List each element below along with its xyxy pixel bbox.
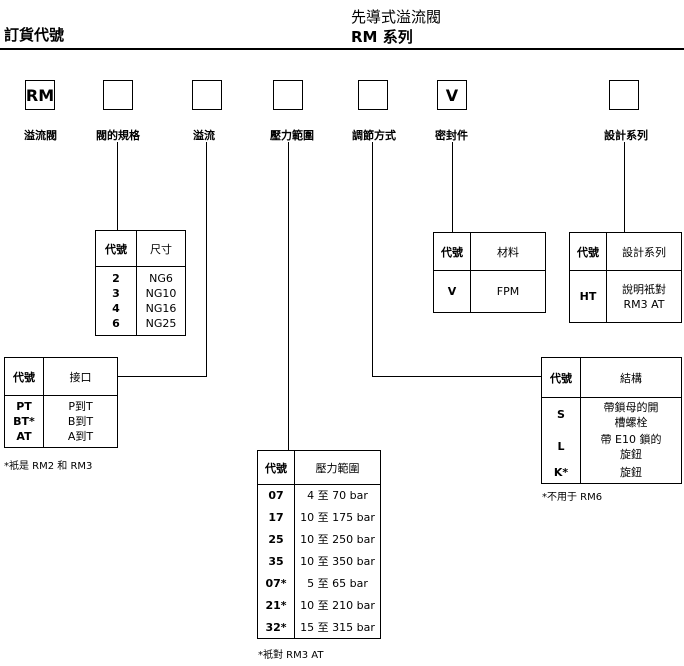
seal-col-code: 代號 — [433, 232, 471, 271]
pressure-note: *衹對 RM3 AT — [258, 650, 324, 661]
pressure-value: 4 至 70 bar — [307, 489, 368, 503]
product-series: RM 系列 — [351, 28, 413, 46]
code-box-adjust — [358, 80, 388, 110]
size-code: 3 — [95, 286, 137, 301]
pressure-code: 07* — [257, 572, 295, 595]
seal-table: 代號 材料 V FPM — [433, 232, 546, 313]
adjust-table: 代號 結構 S 帶鎖母的開槽螺栓 L 帶 E10 鎖的旋鈕 K* 旋鈕 — [541, 357, 682, 484]
pressure-code: 35 — [257, 550, 295, 573]
port-value: P到T — [68, 400, 93, 413]
connector-size — [117, 142, 118, 230]
adjust-value: 帶鎖母的開槽螺栓 — [603, 400, 659, 429]
label-relief-valve: 溢流閥 — [24, 129, 57, 142]
port-col-port: 接口 — [43, 357, 118, 396]
pressure-value: 10 至 210 bar — [300, 599, 375, 612]
adjust-col-structure: 結構 — [580, 357, 682, 398]
connector-port-h — [118, 376, 207, 377]
pressure-code: 25 — [257, 528, 295, 551]
design-table: 代號 設計系列 HT 說明衹對 RM3 AT — [569, 232, 682, 323]
size-code: 6 — [95, 316, 137, 336]
size-code: 2 — [95, 266, 137, 286]
connector-port-v — [206, 142, 207, 377]
pressure-code: 32* — [257, 616, 295, 639]
label-design-series: 設計系列 — [604, 129, 648, 142]
design-value: 說明衹對 RM3 AT — [622, 282, 666, 311]
port-code: BT* — [4, 414, 44, 429]
connector-design — [624, 142, 625, 232]
design-code: HT — [569, 270, 607, 323]
code-box-design — [609, 80, 639, 110]
code-box-seal: V — [437, 80, 467, 110]
pressure-table: 代號 壓力範圍 07 4 至 70 bar 17 10 至 175 bar 25 10… — [257, 450, 381, 639]
code-box-port — [192, 80, 222, 110]
connector-pressure — [288, 142, 289, 450]
port-table: 代號 接口 PT P到T BT* B到T AT A到T — [4, 357, 118, 448]
product-title: 先導式溢流閥 — [351, 8, 442, 26]
code-box-size — [103, 80, 133, 110]
adjust-col-code: 代號 — [541, 357, 581, 398]
code-box-rm: RM — [25, 80, 55, 110]
label-valve-size: 閥的規格 — [96, 129, 140, 142]
pressure-value: 15 至 315 bar — [300, 620, 375, 634]
pressure-col-code: 代號 — [257, 450, 295, 485]
size-value: NG25 — [145, 317, 177, 330]
size-value: NG6 — [149, 272, 173, 285]
order-code-title: 訂貨代號 — [4, 26, 65, 44]
label-pressure-range: 壓力範圍 — [270, 129, 314, 142]
seal-col-material: 材料 — [470, 232, 546, 271]
pressure-value: 10 至 250 bar — [300, 533, 375, 546]
port-code: AT — [4, 429, 44, 448]
size-col-size: 尺寸 — [136, 230, 186, 267]
connector-adjust-v — [372, 142, 373, 377]
header-rule — [0, 48, 684, 50]
adjust-value: 旋鈕 — [620, 465, 642, 479]
port-col-code: 代號 — [4, 357, 44, 396]
pressure-value: 10 至 175 bar — [300, 511, 375, 524]
code-box-pressure — [273, 80, 303, 110]
adjust-value: 帶 E10 鎖的旋鈕 — [600, 432, 662, 461]
pressure-code: 07 — [257, 484, 295, 507]
adjust-code: L — [541, 431, 581, 462]
label-seal: 密封件 — [435, 129, 468, 142]
design-col-code: 代號 — [569, 232, 607, 271]
port-code: PT — [4, 395, 44, 414]
pressure-col-range: 壓力範圍 — [294, 450, 381, 485]
port-value: A到T — [67, 430, 94, 443]
seal-value: FPM — [496, 285, 520, 298]
adjust-code: K* — [541, 461, 581, 484]
size-table: 代號 尺寸 2 NG6 3 NG10 4 NG16 6 NG25 — [95, 230, 186, 336]
size-value: NG10 — [145, 287, 177, 300]
adjust-code: S — [541, 397, 581, 432]
label-adjust-method: 調節方式 — [352, 129, 396, 142]
size-code: 4 — [95, 301, 137, 316]
pressure-value: 5 至 65 bar — [307, 577, 368, 590]
size-value: NG16 — [145, 302, 177, 315]
connector-adjust-h — [372, 376, 541, 377]
pressure-value: 10 至 350 bar — [300, 555, 375, 568]
connector-seal — [452, 142, 453, 232]
pressure-code: 17 — [257, 506, 295, 529]
port-value: B到T — [67, 415, 94, 428]
pressure-code: 21* — [257, 594, 295, 617]
port-note: *衹是 RM2 和 RM3 — [4, 461, 93, 472]
seal-code: V — [433, 270, 471, 313]
adjust-note: *不用于 RM6 — [542, 492, 603, 503]
size-col-code: 代號 — [95, 230, 137, 267]
label-port: 溢流 — [193, 129, 215, 142]
design-col-series: 設計系列 — [606, 232, 682, 271]
